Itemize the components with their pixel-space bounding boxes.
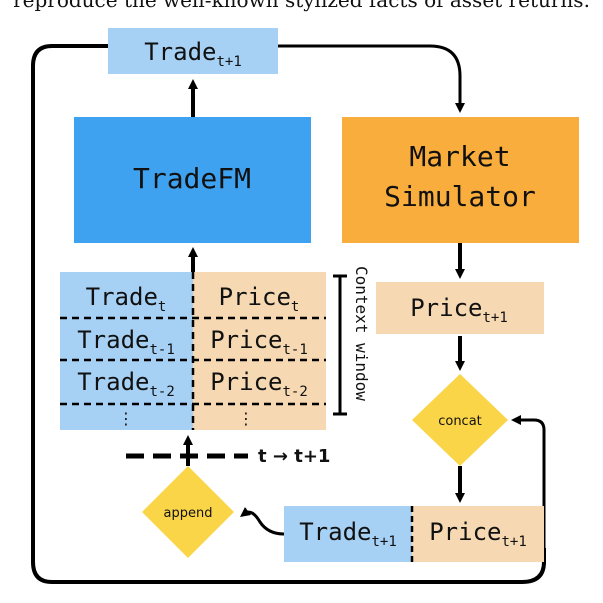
tradefm-model-label: TradeFM [133, 162, 251, 195]
context-window-table: Tradet Pricet Tradet-1 Pricet-1 Tradet-2… [60, 272, 326, 430]
context-price-cell: Pricet [219, 283, 300, 315]
caption-text: reproduce the well-known stylized facts … [13, 0, 590, 12]
price-next-label: Pricet+1 [410, 294, 508, 326]
context-price-ellipsis: ⋮ [238, 409, 254, 428]
context-price-cell: Pricet-2 [210, 368, 308, 400]
context-window-bracket [333, 274, 347, 416]
context-trade-cell: Tradet-1 [77, 326, 175, 358]
time-step-label: t → t+1 [258, 446, 330, 467]
trade-next-top-label: Tradet+1 [144, 38, 242, 70]
market-simulator-line1: Market [409, 140, 510, 173]
bottom-price-label: Pricet+1 [429, 518, 527, 550]
bottom-price-box [412, 506, 544, 562]
concat-diamond [412, 374, 508, 466]
bottom-trade-label: Tradet+1 [299, 518, 397, 550]
arrow-pair-to-append [239, 507, 285, 536]
arrow-trade-to-simulator [278, 44, 465, 113]
price-next-box [376, 282, 544, 334]
append-diamond [142, 466, 234, 558]
context-trade-cell: Tradet [86, 283, 167, 315]
market-simulator-box [342, 117, 579, 243]
context-window-label: Context window [352, 266, 371, 401]
append-label: append [164, 506, 213, 521]
bottom-pair: Tradet+1 Pricet+1 [284, 506, 544, 562]
context-trade-ellipsis: ⋮ [118, 409, 134, 428]
concat-label: concat [438, 414, 482, 429]
context-trade-cell: Tradet-2 [77, 368, 175, 400]
outer-loop-connector [31, 44, 546, 584]
arrow-loop-into-concat [511, 415, 546, 548]
context-price-cell: Pricet-1 [210, 326, 308, 358]
market-simulator-line2: Simulator [384, 180, 536, 213]
trade-next-top-box [108, 28, 278, 74]
bottom-trade-box [284, 506, 412, 562]
tradefm-model-box [74, 117, 311, 243]
